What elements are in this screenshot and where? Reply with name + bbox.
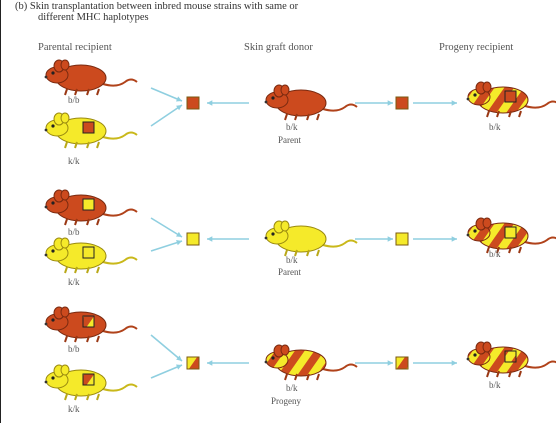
row2-recipient2-label: k/k	[68, 277, 80, 287]
row3-progeny-mouse	[467, 342, 556, 377]
row3-recipient2-label: k/k	[68, 404, 80, 414]
row1-recipient-bb-mouse	[45, 60, 137, 95]
row3-arrow-to-progeny	[413, 360, 457, 365]
row2-donor-mouse	[265, 221, 357, 256]
row3-graft-square-right	[396, 357, 408, 369]
row1-arrow-from-donor	[207, 100, 249, 105]
row2-recipient-kk-mouse	[45, 238, 137, 273]
row1-progeny-label: b/k	[489, 122, 501, 132]
row1-progeny-mouse	[467, 82, 556, 117]
row2-progeny-mouse	[467, 218, 556, 253]
row1-recipient2-label: k/k	[68, 156, 80, 166]
row2-arrow-from-donor	[207, 236, 249, 241]
row3-graft-square	[187, 357, 199, 369]
row3-arrow-to-recipient1	[151, 335, 182, 361]
row3-arrow-to-recipient2	[151, 365, 182, 378]
row1-recipient1-label: b/b	[68, 95, 80, 105]
row3-donor-role: Progeny	[271, 396, 301, 406]
row3-arrow-from-donor	[207, 360, 249, 365]
row2-arrow-to-recipient2	[151, 240, 182, 251]
row2-recipient1-label: b/b	[68, 227, 80, 237]
row2-arrow-to-graft	[355, 236, 393, 241]
row1-arrow-to-recipient1	[151, 88, 182, 101]
row2-graft-square	[187, 233, 199, 245]
row2-progeny-label: b/k	[489, 249, 501, 259]
row2-arrow-to-recipient1	[151, 218, 182, 237]
row1-donor-mouse	[265, 85, 357, 120]
row1-recipient-kk-mouse	[45, 113, 137, 148]
row3-donor-mouse	[265, 345, 357, 380]
row2-recipient-bb-mouse	[45, 190, 137, 225]
row2-arrow-to-progeny	[413, 236, 457, 241]
row3-progeny-label: b/k	[489, 380, 501, 390]
row3-recipient-bb-mouse	[45, 307, 137, 342]
row3-donor-label: b/k	[286, 383, 298, 393]
row2-donor-label: b/k	[286, 255, 298, 265]
row3-recipient1-label: b/b	[68, 344, 80, 354]
row1-donor-label: b/k	[286, 122, 298, 132]
row1-graft-square	[187, 97, 199, 109]
row1-donor-role: Parent	[278, 135, 301, 145]
row2-donor-role: Parent	[278, 267, 301, 277]
row1-arrow-to-progeny	[413, 100, 457, 105]
row2-graft-square-right	[396, 233, 408, 245]
row1-arrow-to-recipient2	[151, 105, 182, 126]
row3-recipient-kk-mouse	[45, 365, 137, 400]
row1-graft-square-right	[396, 97, 408, 109]
row1-arrow-to-graft	[355, 100, 393, 105]
row3-arrow-to-graft	[355, 360, 393, 365]
